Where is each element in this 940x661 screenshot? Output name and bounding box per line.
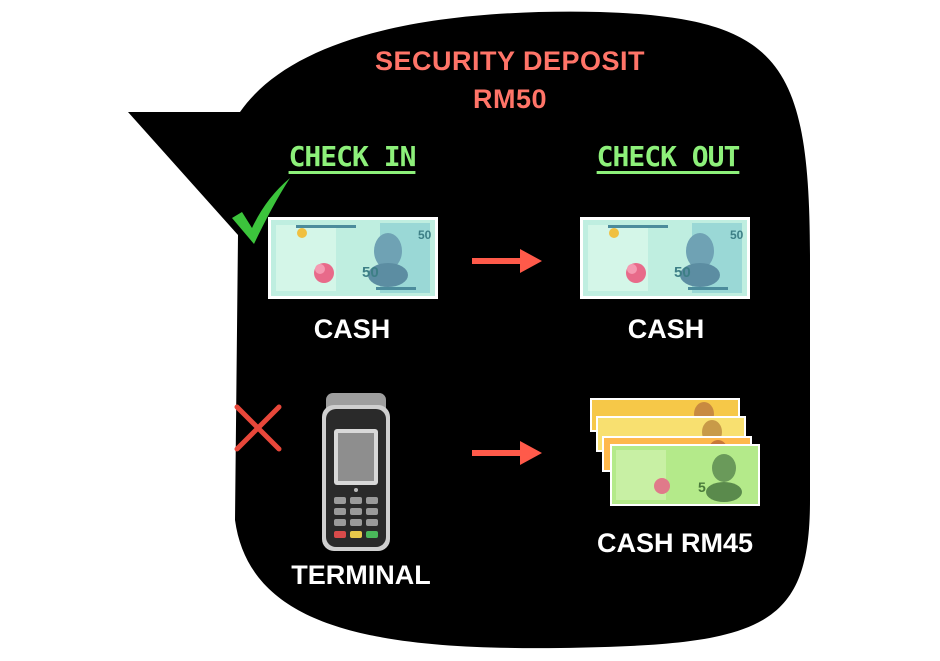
banknote-rm50-icon: 50 50 [268,217,438,299]
svg-text:50: 50 [362,264,379,281]
check-in-heading: CHECK IN [288,140,417,173]
banknote-stack-icon: 5 [590,398,760,506]
check-mark-icon [232,178,290,244]
svg-text:50: 50 [730,228,744,242]
check-out-heading: CHECK OUT [596,140,741,173]
svg-text:50: 50 [674,264,691,281]
check-in-cash-label: CASH [313,314,391,344]
card-terminal-icon [322,393,390,551]
title-line-2: RM50 [472,84,548,114]
check-out-cash-label: CASH [627,314,705,344]
cross-mark-icon [234,404,282,452]
title-line-1: SECURITY DEPOSIT [374,46,646,76]
check-out-cash-rm45-label: CASH RM45 [596,528,754,558]
arrow-right-icon [472,249,542,273]
svg-text:50: 50 [418,228,432,242]
check-in-terminal-label: TERMINAL [291,560,431,590]
banknote-rm50-icon: 50 50 [580,217,750,299]
svg-text:5: 5 [698,479,706,495]
arrow-right-icon [472,441,542,465]
